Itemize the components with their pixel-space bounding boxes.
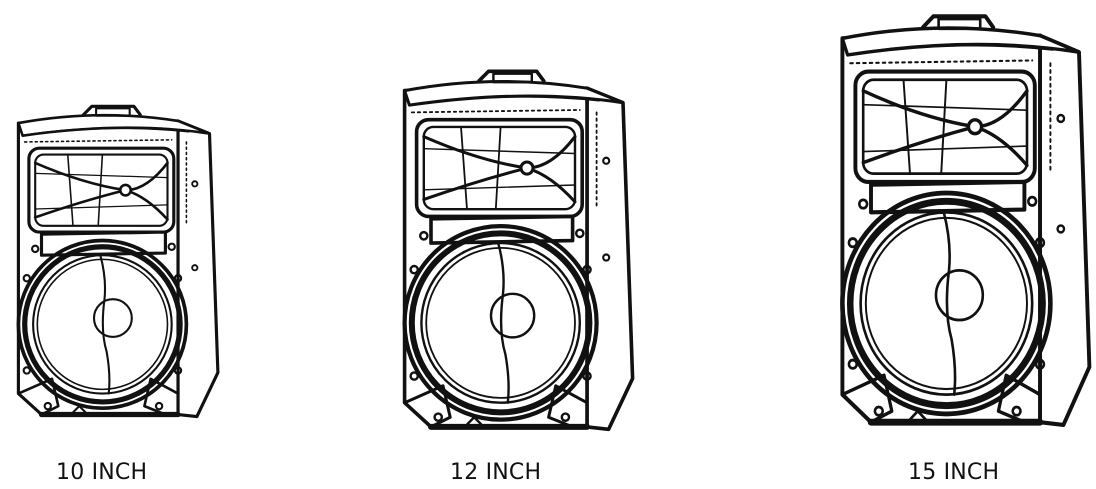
speaker-15-inch-image	[832, 8, 1092, 436]
speaker-10-inch-image	[10, 100, 220, 425]
speaker-15-inch-label: 15 INCH	[908, 460, 1000, 485]
speaker-illustration	[402, 69, 635, 432]
speaker-12-inch-label: 12 INCH	[450, 460, 542, 485]
speaker-illustration	[840, 14, 1092, 428]
speaker-10-inch-label: 10 INCH	[56, 460, 148, 485]
speaker-12-inch-image	[395, 64, 635, 439]
speaker-illustration	[16, 104, 220, 419]
